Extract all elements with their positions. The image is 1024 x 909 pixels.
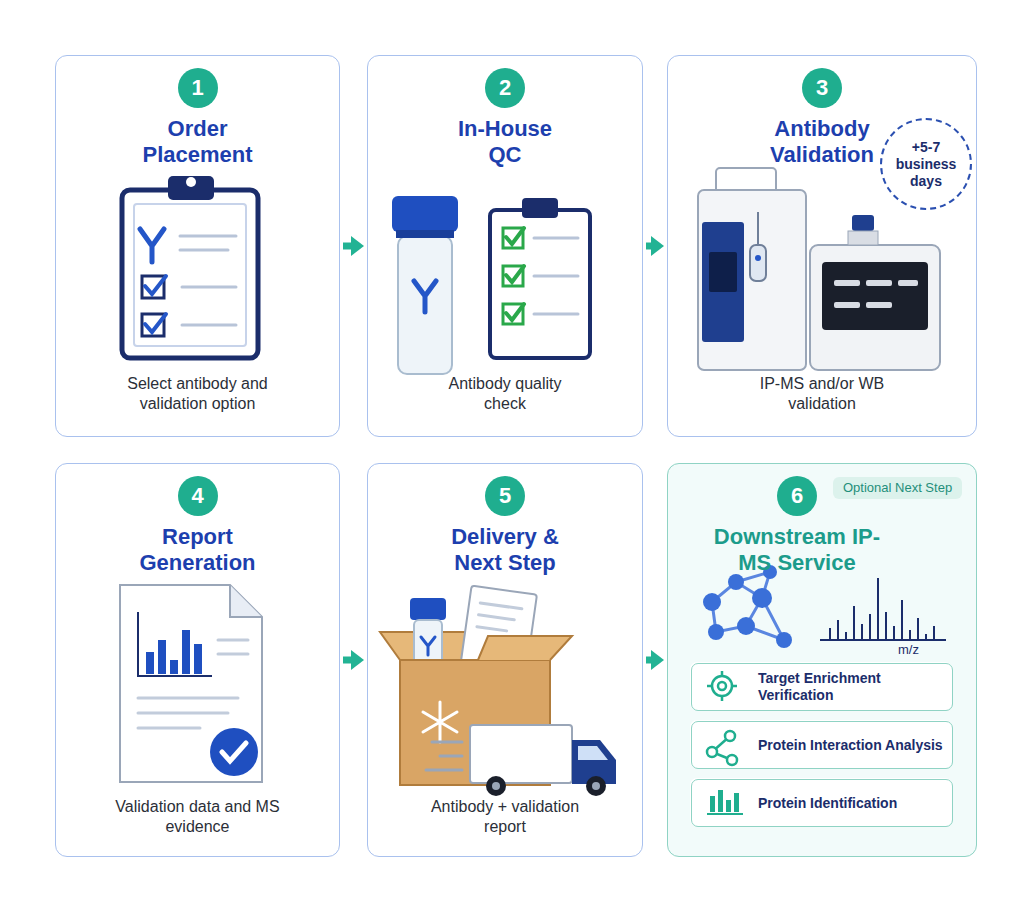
- mass-spectrometer: [698, 168, 806, 370]
- interaction-icon: [707, 731, 737, 765]
- checklist-icon: [490, 198, 590, 358]
- step-caption: Antibody quality check: [440, 374, 570, 414]
- step-title: Antibody Validation: [752, 116, 892, 168]
- western-blot-imager: [810, 215, 940, 370]
- step-number: 5: [485, 476, 525, 516]
- target-icon: [707, 671, 737, 701]
- box-label: Target Enrichment Verification: [758, 670, 944, 704]
- step-number: 2: [485, 68, 525, 108]
- box-label: Protein Interaction Analysis: [758, 737, 943, 754]
- step-number: 4: [178, 476, 218, 516]
- step-title: In-House QC: [445, 116, 565, 168]
- sub-box-grounds: [690, 662, 952, 826]
- bar-icon: [707, 790, 743, 815]
- clipboard-icon: [122, 176, 258, 358]
- step-number: 3: [802, 68, 842, 108]
- step-number: 1: [178, 68, 218, 108]
- step-title: Report Generation: [125, 524, 270, 576]
- card-ground: [667, 463, 977, 857]
- flow-arrow: [343, 657, 351, 664]
- box-label: Optional Next Step: [843, 480, 952, 496]
- flow-arrow: [646, 657, 651, 664]
- service-box: Protein Identification: [691, 779, 953, 827]
- step-title: Downstream IP-MS Service: [712, 524, 882, 576]
- axis-label: m/z: [898, 642, 919, 658]
- step-caption: Select antibody and validation option: [93, 374, 303, 414]
- vial-icon: [392, 196, 458, 374]
- shipping-box: [380, 586, 572, 785]
- report-icon: [120, 585, 262, 782]
- step-card: 2In-House QC Antibody quality check: [367, 55, 643, 437]
- step-card: 6Downstream IP-MS Service Optional Next S…: [667, 463, 977, 857]
- step-title: Delivery & Next Step: [435, 524, 575, 576]
- delivery-truck: [426, 725, 616, 796]
- service-box: Protein Interaction Analysis: [691, 721, 953, 769]
- step-caption: Antibody + validation report: [430, 797, 580, 837]
- step-card: 3Antibody ValidationIP-MS and/or WB vali…: [667, 55, 977, 437]
- step-card: 5Delivery & Next StepAntibody + validati…: [367, 463, 643, 857]
- step-title: Order Placement: [128, 116, 268, 168]
- box-label: +5-7 business days: [891, 139, 961, 190]
- step-caption: IP-MS and/or WB validation: [737, 374, 907, 414]
- step-number: 6: [777, 476, 817, 516]
- step-card: 1Order PlacementSelect antibody and vali…: [55, 55, 340, 437]
- optional-tag: Optional Next Step: [833, 477, 962, 499]
- step-caption: Validation data and MS evidence: [103, 797, 293, 837]
- step-card: 4Report GenerationValidation data and MS…: [55, 463, 340, 857]
- service-box: Target Enrichment Verification: [691, 663, 953, 711]
- flow-arrow: [646, 243, 651, 250]
- box-label: Protein Identification: [758, 795, 897, 812]
- mass-spectrum: [820, 578, 946, 640]
- flow-arrow: [343, 243, 351, 250]
- duration-badge: +5-7 business days: [880, 118, 972, 210]
- protein-network: [703, 565, 792, 648]
